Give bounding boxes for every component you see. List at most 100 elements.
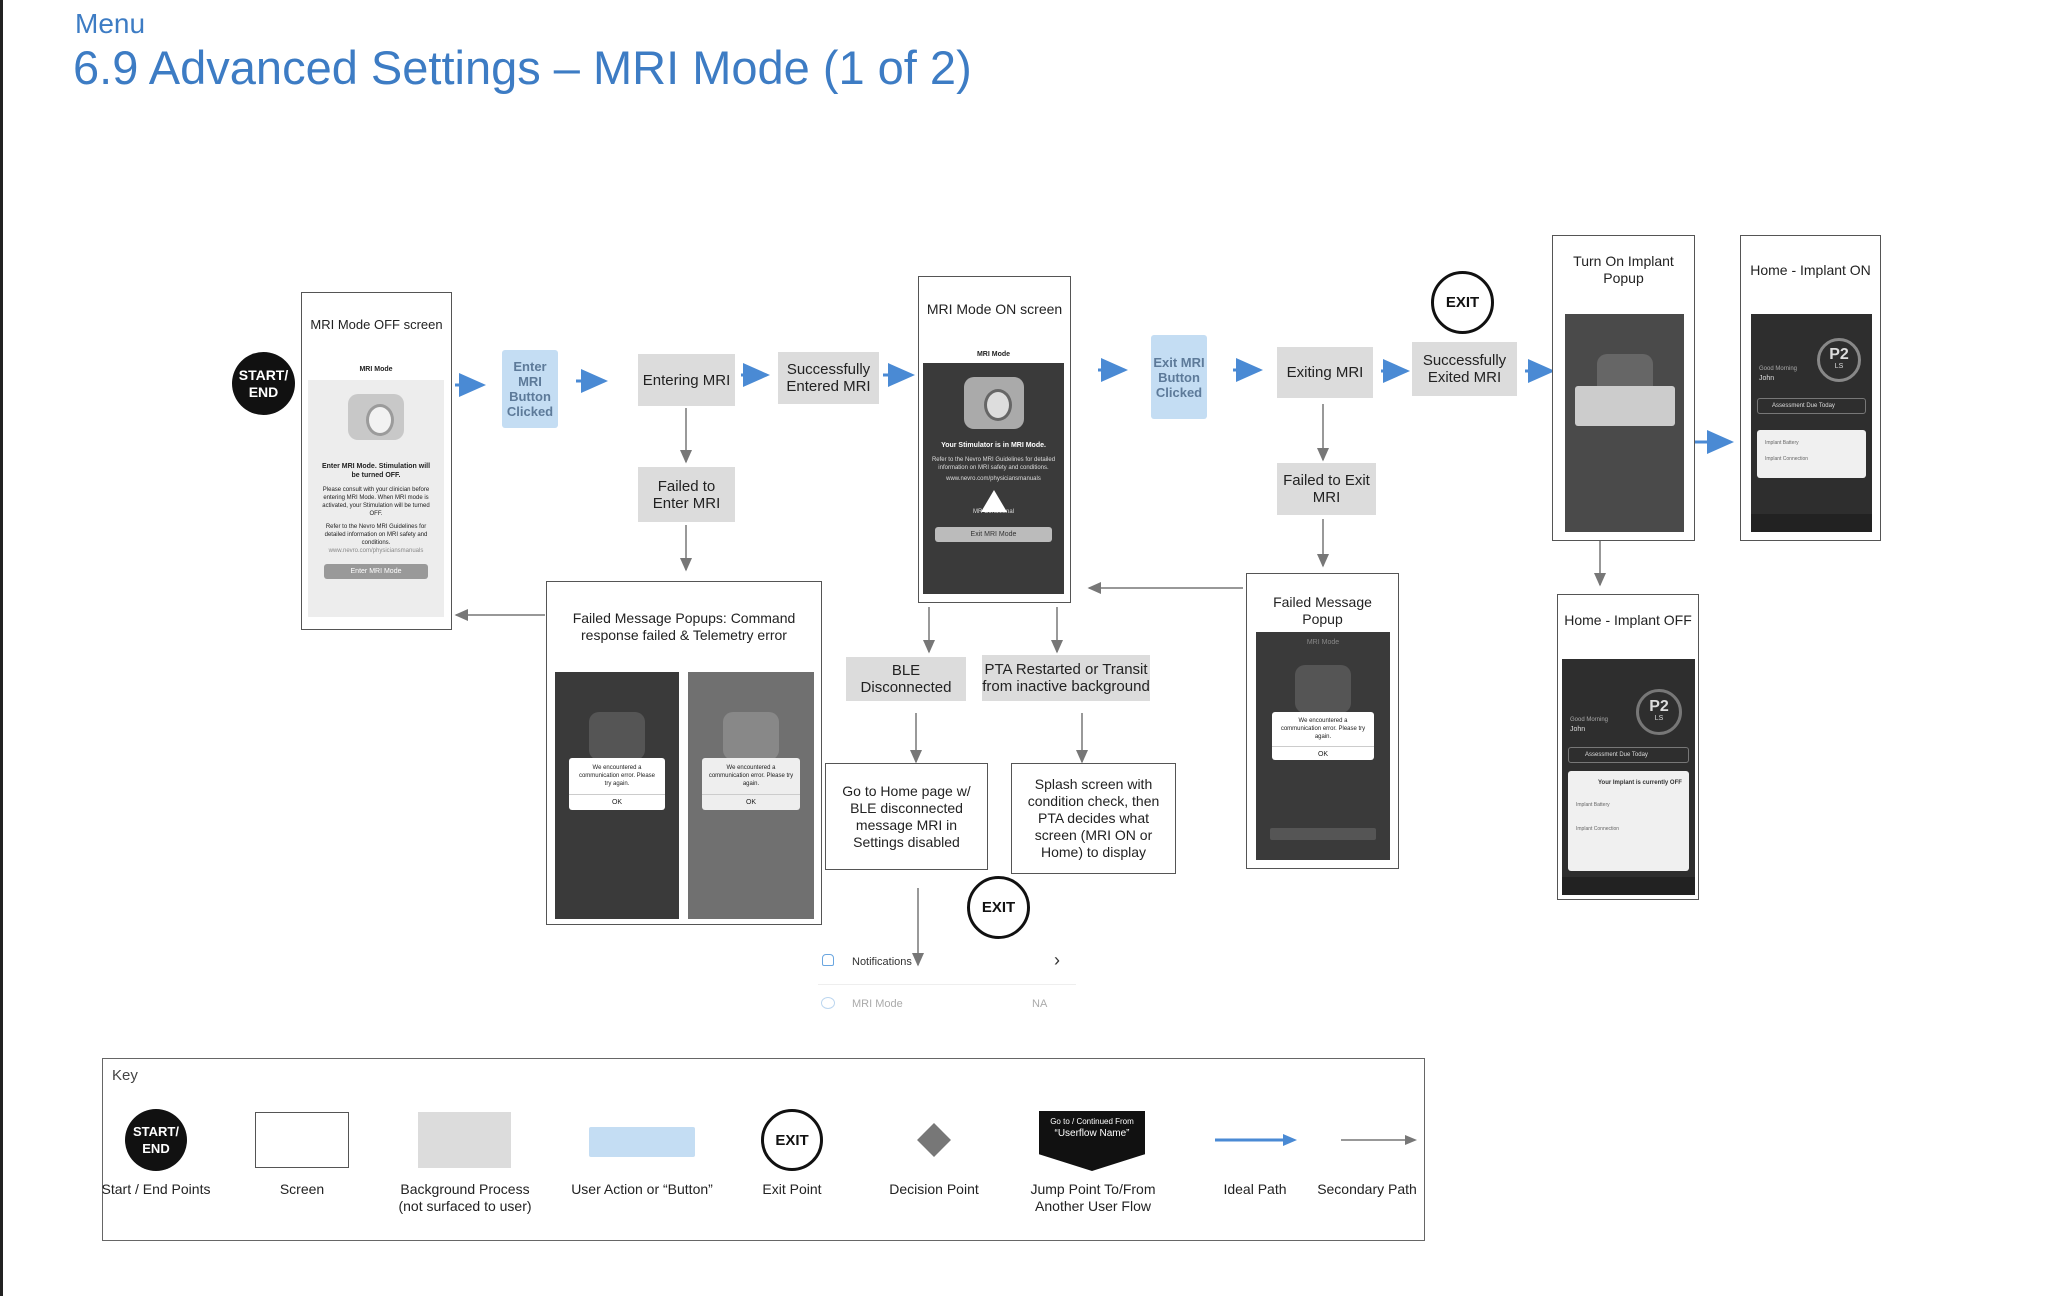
- exit-node-bottom: EXIT: [967, 876, 1030, 939]
- popup-error-text: We encountered a communication error. Pl…: [708, 765, 794, 787]
- legend-label-background: Background Process (not surfaced to user…: [398, 1181, 532, 1214]
- exit-label: EXIT: [1445, 294, 1480, 311]
- legend-label-jump: Jump Point To/From Another User Flow: [1030, 1181, 1156, 1214]
- off-body-2: Refer to the Nevro MRI Guidelines for de…: [324, 524, 428, 546]
- legend-jump-symbol: Go to / Continued From “Userflow Name”: [1039, 1111, 1145, 1171]
- start-node-label: START/ END: [238, 366, 289, 400]
- legend-label-ideal: Ideal Path: [1223, 1181, 1287, 1197]
- page-title: 6.9 Advanced Settings – MRI Mode (1 of 2…: [73, 41, 972, 94]
- screen-mri-mode-off: MRI Mode OFF screen MRI Mode Enter MRI M…: [301, 292, 452, 630]
- mri-machine-icon: [589, 712, 645, 760]
- error-popup: We encountered a communication error. Pl…: [702, 758, 800, 810]
- p2-program-ring: P2 LS: [1817, 338, 1861, 382]
- legend-start-symbol: START/ END: [125, 1109, 187, 1171]
- on-title: Your Stimulator is in MRI Mode.: [941, 442, 1046, 449]
- user-action-enter-mri: Enter MRI Button Clicked: [502, 350, 558, 428]
- legend-ideal-path-arrow: [1215, 1134, 1297, 1146]
- phone-header: MRI Mode: [1306, 639, 1340, 646]
- process-label: BLE Disconnected: [860, 662, 952, 696]
- process-label: Successfully Exited MRI: [1422, 352, 1507, 386]
- bottom-nav: [1751, 514, 1872, 532]
- greeting: Good Morning: [1759, 366, 1798, 372]
- program-ls: LS: [1654, 715, 1664, 722]
- legend-label-secondary: Secondary Path: [1317, 1181, 1417, 1197]
- bell-icon: [822, 954, 834, 966]
- error-popup: We encountered a communication error. Pl…: [569, 758, 665, 810]
- process-failed-to-exit: Failed to Exit MRI: [1277, 463, 1376, 515]
- program-p2: P2: [1649, 698, 1669, 715]
- process-pta-restarted: PTA Restarted or Transit from inactive b…: [982, 655, 1150, 701]
- legend-screen-symbol: [255, 1112, 349, 1168]
- legend-label-decision: Decision Point: [889, 1181, 979, 1197]
- screen-turn-on-implant-popup: Turn On Implant Popup: [1552, 235, 1695, 541]
- home-on-phone: P2 LS Good Morning John Assessment Due T…: [1751, 314, 1872, 532]
- process-label: Exiting MRI: [1286, 364, 1364, 381]
- settings-row-notifications[interactable]: Notifications ›: [818, 944, 1076, 985]
- on-body: Refer to the Nevro MRI Guidelines for de…: [931, 457, 1056, 471]
- p2-program-ring: P2 LS: [1636, 689, 1682, 735]
- screen-caption: Home - Implant OFF: [1564, 612, 1692, 628]
- implant-popup: [1575, 386, 1675, 426]
- screen-mri-mode-on: MRI Mode ON screen MRI Mode Your Stimula…: [918, 276, 1071, 603]
- action-label: Exit MRI Button Clicked: [1153, 354, 1205, 400]
- user-action-exit-mri: Exit MRI Button Clicked: [1151, 335, 1207, 419]
- popup-ok-button[interactable]: OK: [702, 794, 800, 807]
- bottom-nav: [1562, 877, 1695, 895]
- connection-label: Implant Connection: [1576, 826, 1620, 832]
- mri-machine-icon: [723, 712, 779, 760]
- legend-exit-symbol: EXIT: [761, 1109, 823, 1171]
- screen-failed-popups: Failed Message Popups: Command response …: [546, 581, 822, 925]
- process-label: Successfully Entered MRI: [786, 361, 871, 395]
- process-label: Failed to Enter MRI: [652, 477, 721, 512]
- legend-user-action-symbol: [589, 1127, 695, 1157]
- legend-label-user-action: User Action or “Button”: [571, 1181, 713, 1197]
- program-ls: LS: [1834, 363, 1844, 370]
- assessment-label: Assessment Due Today: [1585, 752, 1648, 758]
- user-name: John: [1759, 375, 1775, 382]
- failed-popup-phone: MRI Mode We encountered a communication …: [1256, 632, 1390, 860]
- process-ble-disconnected: BLE Disconnected: [846, 657, 966, 701]
- legend-jump-top: Go to / Continued From: [1050, 1117, 1134, 1126]
- screen-label: Splash screen with condition check, then…: [1027, 776, 1160, 860]
- legend-key: Key START/ END Start / End Points Screen…: [102, 1058, 1425, 1241]
- popup-ok-button[interactable]: OK: [569, 794, 665, 807]
- popup-ok-button[interactable]: OK: [1272, 746, 1374, 759]
- legend-label-screen: Screen: [279, 1181, 325, 1197]
- screen-caption: MRI Mode OFF screen: [310, 317, 443, 332]
- assessment-row[interactable]: Assessment Due Today: [1568, 747, 1689, 763]
- mri-machine-icon: [1295, 665, 1351, 713]
- exit-node-top: EXIT: [1431, 271, 1494, 334]
- off-body: Please consult with your clinician befor…: [322, 487, 430, 517]
- screen-home-implant-on: Home - Implant ON P2 LS Good Morning Joh…: [1740, 235, 1881, 541]
- settings-list: Notifications › MRI Mode NA: [818, 944, 1076, 1024]
- popup-error-text: We encountered a communication error. Pl…: [578, 765, 656, 787]
- connection-label: Implant Connection: [1765, 456, 1809, 462]
- mr-conditional-label: MR Conditional: [972, 509, 1015, 515]
- legend-label-start: Start / End Points: [101, 1181, 211, 1197]
- screen-caption: Home - Implant ON: [1750, 262, 1871, 278]
- mr-conditional-icon: [980, 490, 1007, 512]
- implant-off-card: Your Implant is currently OFF Implant Ba…: [1568, 771, 1689, 871]
- on-link: www.nevro.com/physiciansmanuals: [946, 476, 1041, 482]
- program-p2: P2: [1829, 346, 1849, 363]
- exit-mri-mode-button[interactable]: Exit MRI Mode: [935, 527, 1052, 542]
- mri-mode-value: NA: [1032, 998, 1048, 1010]
- disabled-button: [1270, 828, 1376, 840]
- mri-machine-icon: [348, 394, 404, 440]
- battery-label: Implant Battery: [1576, 802, 1610, 808]
- process-entering-mri: Entering MRI: [638, 354, 735, 406]
- assessment-row[interactable]: Assessment Due Today: [1757, 398, 1866, 414]
- error-popup: We encountered a communication error. Pl…: [1272, 712, 1374, 760]
- process-exiting-mri: Exiting MRI: [1277, 347, 1373, 398]
- enter-mri-mode-button[interactable]: Enter MRI Mode: [324, 564, 428, 579]
- notifications-label: Notifications: [852, 956, 912, 968]
- mri-icon: [821, 997, 835, 1009]
- greeting: Good Morning: [1570, 717, 1609, 723]
- home-off-phone: P2 LS Good Morning John Assessment Due T…: [1562, 659, 1695, 895]
- assessment-label: Assessment Due Today: [1772, 403, 1835, 409]
- process-label: Entering MRI: [642, 371, 731, 389]
- off-link: www.nevro.com/physiciansmanuals: [328, 548, 424, 554]
- legend-label-exit: Exit Point: [762, 1181, 822, 1197]
- legend-background-symbol: [418, 1112, 511, 1168]
